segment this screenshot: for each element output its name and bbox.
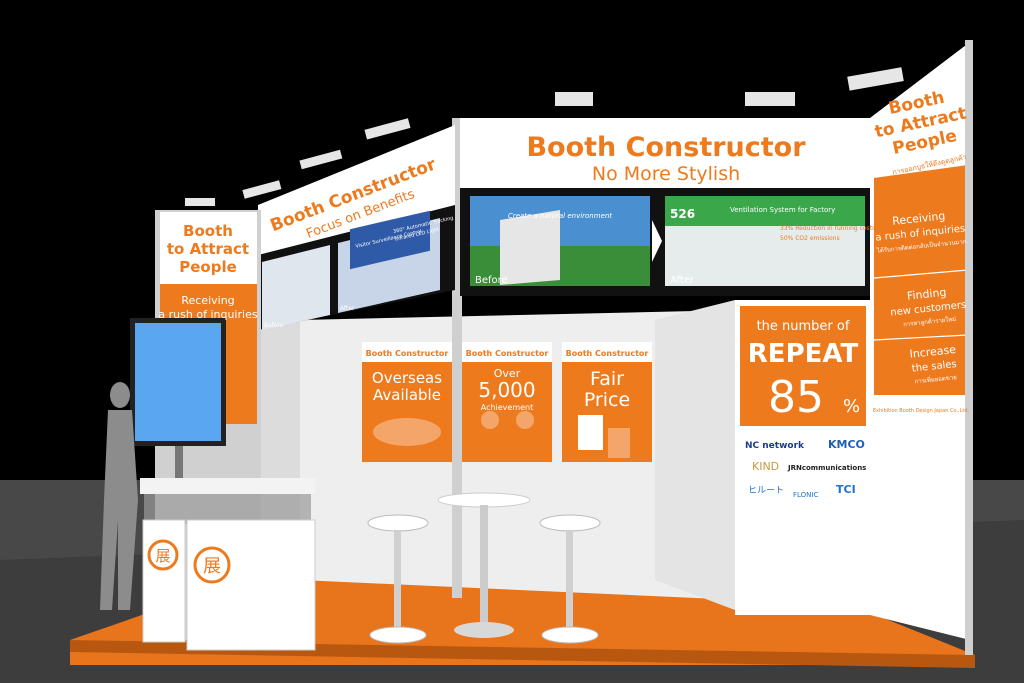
center-column [452, 118, 462, 598]
calculator-icon [608, 428, 630, 458]
poster-line: Price [584, 389, 630, 411]
poster-header: Booth Constructor [366, 349, 449, 358]
center-after-stat: 50% CO2 emissions [780, 235, 840, 242]
counter-body-right [186, 519, 316, 651]
spotlight-icon [242, 180, 282, 199]
repeat-label: the number of [757, 319, 850, 334]
logo-jrn: JRNcommunications [787, 464, 866, 472]
left-tower-line: Booth [183, 222, 233, 240]
counter-emblem-icon [147, 539, 179, 571]
counter-emblem-icon [193, 546, 231, 584]
poster-header-bar [362, 342, 452, 362]
poster-header: Booth Constructor [566, 349, 649, 358]
stool-base [369, 626, 427, 644]
spotlights [185, 67, 904, 206]
left-tower-sub: Receiving [181, 294, 234, 307]
repeat-number: 85 [768, 372, 824, 423]
right-tower-block-text: the sales [911, 359, 957, 375]
stool-seat [539, 514, 601, 532]
right-tower-pole [965, 40, 973, 655]
poster-small: Achievement [481, 403, 534, 412]
logo-kind: KIND [752, 460, 779, 473]
right-tower-orange [874, 165, 968, 395]
person-silhouette [100, 410, 138, 610]
table-top [437, 492, 531, 508]
spotlight-icon [847, 67, 904, 91]
stool-leg [566, 530, 573, 630]
spotlight-icon [185, 198, 215, 206]
repeat-orange [740, 306, 866, 426]
center-arrow-icon [652, 220, 662, 262]
spotlight-icon [555, 92, 593, 106]
counter-body-left [142, 519, 186, 643]
center-after-number: 526 [670, 207, 695, 221]
left-before-screen [262, 245, 330, 330]
center-after-stat: 33% Reduction in running costs [780, 225, 875, 232]
stools [367, 514, 601, 644]
counter-top [140, 478, 315, 494]
stool-leg [394, 530, 401, 630]
left-after-label: After [340, 305, 355, 312]
center-before-caption: Create a natural environment [508, 212, 612, 220]
poster-header-bar [562, 342, 652, 362]
left-tower-line: to Attract [167, 240, 249, 258]
spotlight-icon [364, 118, 411, 140]
counter-glass [144, 494, 311, 524]
monitor-stand [175, 440, 183, 490]
center-after-band [665, 196, 865, 226]
repeat-title: REPEAT [748, 339, 859, 369]
poster-header-bar [462, 342, 552, 362]
center-before-booth [500, 210, 560, 285]
logo-tci: TCI [836, 483, 856, 496]
logo-ncnetwork: NC network [745, 441, 805, 451]
world-map-icon [373, 418, 441, 446]
poster-line: Available [373, 386, 441, 404]
counter-emblem: 展 [203, 556, 221, 577]
repeat-unit: % [843, 396, 860, 417]
left-tower-sub: a rush of inquiries [158, 308, 257, 321]
table-base [454, 622, 514, 638]
stool-seat [367, 514, 429, 532]
document-icon [578, 415, 603, 450]
right-inner-wall [655, 300, 735, 610]
center-header-title: Booth Constructor [526, 132, 806, 163]
right-tower-footer: Exhibition Booth Design Japan Co.,Ltd. [873, 408, 970, 414]
person-silhouette [110, 382, 130, 408]
left-tower-line: People [179, 258, 237, 276]
right-tower-block-text: Finding [906, 286, 947, 303]
table-leg [480, 505, 488, 625]
monitor-screen [135, 323, 221, 441]
center-before-label: Before [475, 275, 508, 286]
center-after-title: Ventilation System for Factory [730, 206, 835, 214]
poster-line: Fair [590, 368, 624, 390]
center-after-label: After [670, 275, 695, 286]
poster-line: Over [494, 367, 521, 380]
spotlight-icon [745, 92, 795, 106]
left-before-label: Before [264, 322, 284, 329]
logo-flonic: FLONIC [793, 491, 818, 499]
poster-number: 5,000 [478, 378, 535, 402]
counter-emblem: 展 [155, 547, 170, 565]
center-header-subtitle: No More Stylish [592, 163, 740, 185]
logo-kmco: KMCO [828, 438, 865, 451]
right-tower-block-text: Increase [909, 343, 957, 361]
right-tower-divider [873, 334, 969, 341]
spotlight-icon [299, 149, 343, 170]
stool-base [541, 626, 599, 644]
logo-hiroot: ヒルート [748, 485, 784, 496]
handshake-icon [516, 411, 534, 429]
poster-line: Overseas [372, 369, 442, 387]
poster-header: Booth Constructor [466, 349, 549, 358]
left-after-screen-blue [350, 210, 430, 270]
handshake-icon [481, 411, 499, 429]
left-tower-white [160, 212, 257, 284]
right-tower-divider [873, 269, 969, 279]
center-header-panel [460, 118, 870, 188]
right-tower-block-text: Receiving [892, 209, 946, 228]
